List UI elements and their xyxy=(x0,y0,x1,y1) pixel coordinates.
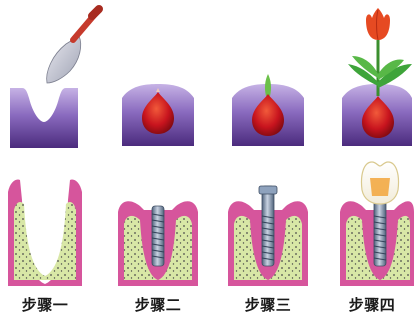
step4-implant-crown xyxy=(340,162,414,286)
step-label-3: 步骤三 xyxy=(223,294,313,315)
step1-shovel-icon xyxy=(47,9,99,83)
step2-implant-in-bone xyxy=(118,201,198,286)
step-label-4: 步骤四 xyxy=(327,294,417,315)
step1-tooth-socket xyxy=(8,180,82,287)
step3-sprout-icon xyxy=(265,74,271,96)
step4-tulip-icon xyxy=(348,8,412,96)
step1-soil-hole xyxy=(10,88,78,148)
step-label-1: 步骤一 xyxy=(0,294,90,315)
step3-implant-abutment xyxy=(228,186,308,286)
step-label-2: 步骤二 xyxy=(113,294,203,315)
